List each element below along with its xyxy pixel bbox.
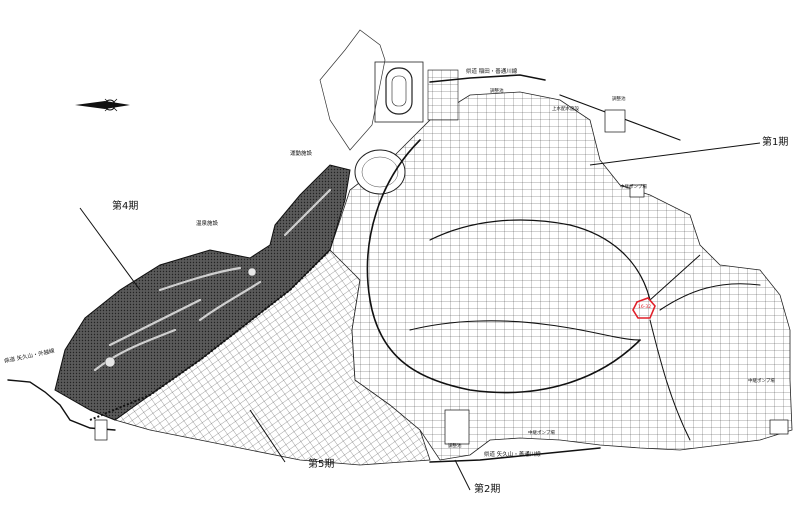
pump-east-label: 中継ポンプ場 [748,379,775,384]
pump-lower [94,419,108,441]
sports-facility-label: 運動施設 [290,151,313,157]
pump-station-east [629,184,645,198]
phase-4-label: 第4期 [112,201,139,212]
leader-lines [79,142,761,491]
green-1 [104,356,116,368]
phase-1-label: 第1期 [762,137,789,148]
phase-2-label: 第2期 [474,484,501,495]
pump-north-label: 中継ポンプ場 [620,185,647,190]
park-north-label: 調整池 [490,89,504,94]
phase-5-label: 第5期 [308,459,335,470]
highlighted-lot-label: 16-32 [638,305,652,310]
green-2 [247,267,257,277]
road-south-label: 県道 矢久山・善通川線 [484,452,541,458]
hot-spring-label: 温泉施設 [196,221,219,227]
road-north-label: 県道 稲田・善通川線 [466,69,518,75]
pump-station-north [604,109,626,133]
pond-label: 調整池 [448,444,462,449]
sports-ground [374,61,459,123]
water-station-label: 上水配水施設 [552,107,579,112]
highlighted-lot [632,297,656,319]
park-east-label: 調整池 [612,97,626,102]
development-area [114,91,793,466]
north-arrow-icon [75,98,130,112]
pump-south-label: 中継ポンプ場 [528,431,555,436]
phase-boundary [89,249,331,421]
pond-south [444,409,470,445]
pump-station-south [769,419,789,435]
roads [7,74,761,463]
fairways [93,188,332,372]
